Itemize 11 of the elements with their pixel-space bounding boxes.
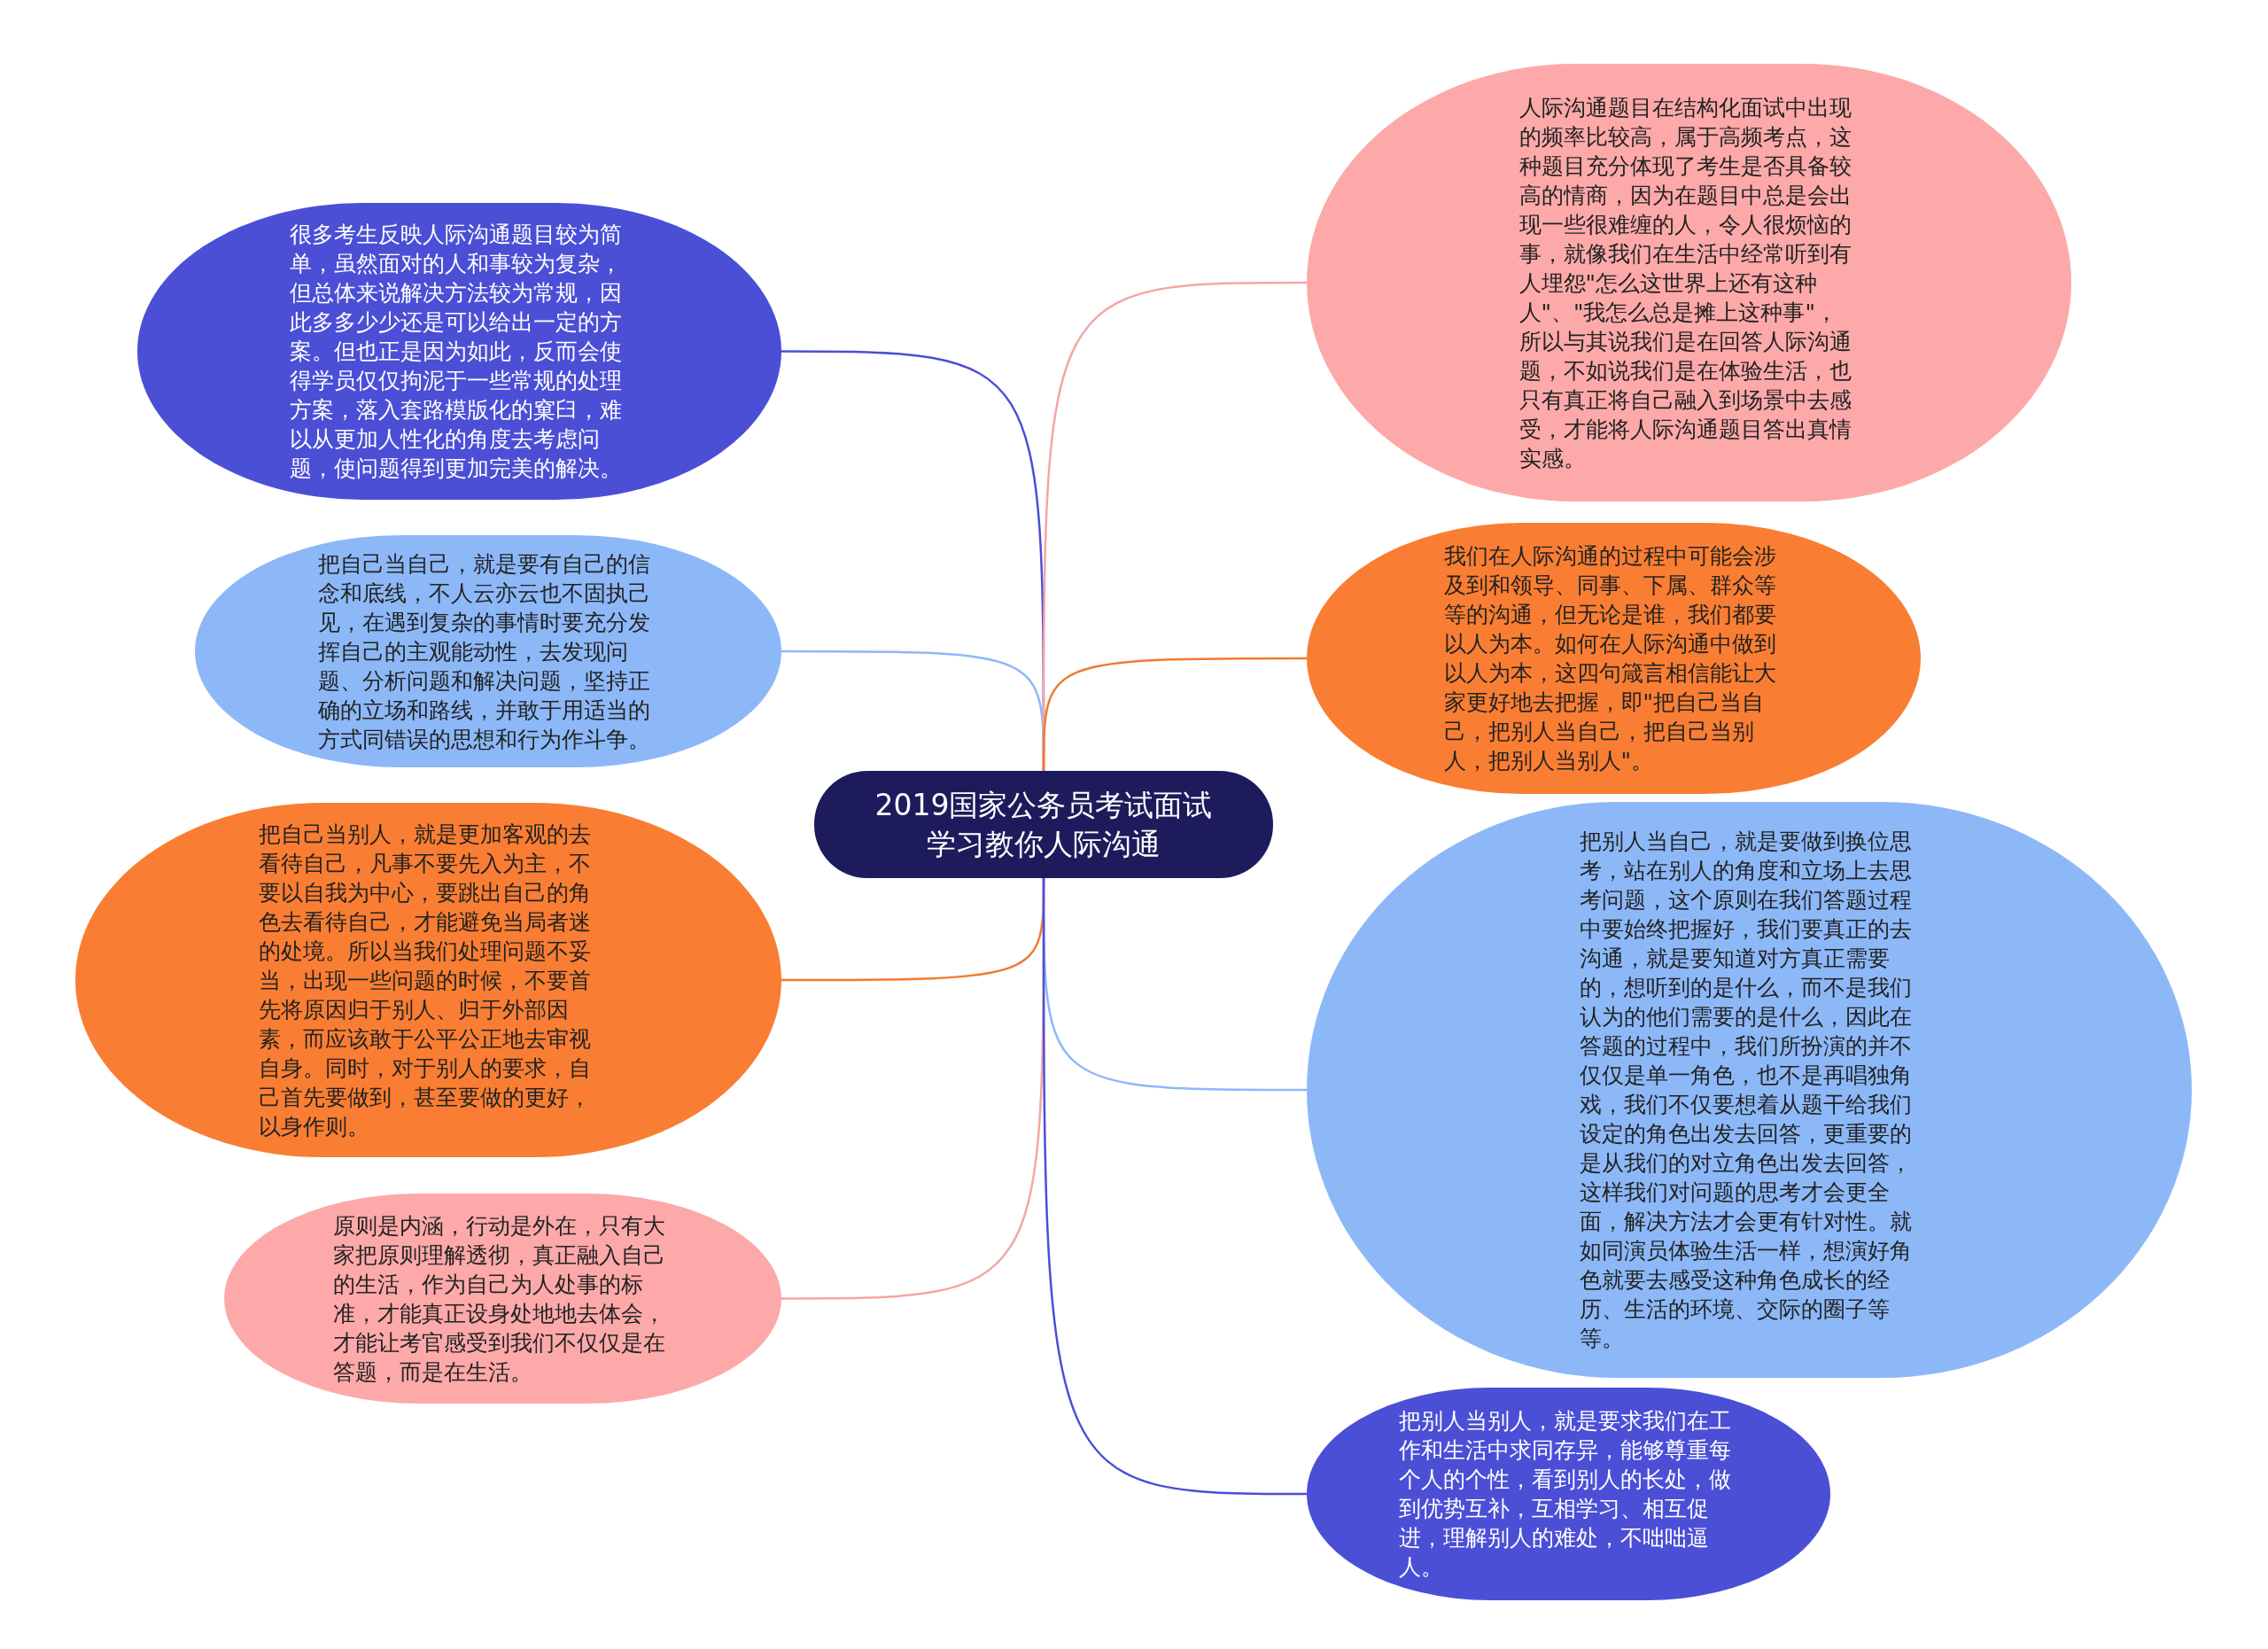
topic-text: 把自己当别人，就是更加客观的去看待自己，凡事不要先入为主，不要以自我为中心，要跳出自己的角色去看待自己，才能避免当局者迷的处境。所以当我们处理问题不妥当，出现一些问题的时候，不要首先将原因归于别人、归于外部因素，而应该敢于公平公正地去审视自身。同时，对于别人的要求，自己首先要做到，甚至要做的更好，以身作则。 xyxy=(258,820,592,1141)
topic-text: 我们在人际沟通的过程中可能会涉及到和领导、同事、下属、群众等等的沟通，但无论是谁，我们都要以人为本。如何在人际沟通中做到以人为本，这四句箴言相信能让大家更好地去把握，即"把自己当自己，把别人当自己，把自己当别人，把别人当别人"。 xyxy=(1443,542,1777,775)
topic-text: 把别人当自己，就是要做到换位思考，站在别人的角度和立场上去思考问题，这个原则在我们答题过程中要始终把握好，我们要真正的去沟通，就是要知道对方真正需要的，想听到的是什么，而不是我们认为的他们需要的是什么，因此在答题的过程中，我们所扮演的并不仅仅是单一角色，也不是再唱独角戏，我们不仅要想着从题干给我们设定的角色出发去回答，更重要的是从我们的对立角色出发去回答，这样我们对问题的思考才会更全面，解决方法才会更有针对性。就如同演员体验生活一样，想演好角色就要去感受这种角色成长的经历、生活的环境、交际的圈子等等。 xyxy=(1579,828,1913,1353)
topic-text: 原则是内涵，行动是外在，只有大家把原则理解透彻，真正融入自己的生活，作为自己为人处事的标准，才能真正设身处地地去体会，才能让考官感受到我们不仅仅是在答题，而是在生活。 xyxy=(332,1211,666,1387)
title-text: 2019国家公务员考试面试学习教你人际沟通 xyxy=(874,786,1214,863)
topic-text: 人际沟通题目在结构化面试中出现的频率比较高，属于高频考点，这种题目充分体现了考生是否具备较高的情商，因为在题目中总是会出现一些很难缠的人，令人很烦恼的事，就像我们在生活中经常听到有人埋怨"怎么这世界上还有这种人"、"我怎么总是摊上这种事"，所以与其说我们是在回答人际沟通题，不如说我们是在体验生活，也只有真正将自己融入到场景中去感受，才能将人际沟通题目答出真情实感。 xyxy=(1518,93,1852,473)
topic-text: 把自己当自己，就是要有自己的信念和底线，不人云亦云也不固执己见，在遇到复杂的事情时要充分发挥自己的主观能动性，去发现问题、分析问题和解决问题，坚持正确的立场和路线，并敢于用适当的方式同错误的思想和行为作斗争。 xyxy=(318,549,651,754)
connector-line xyxy=(1042,657,1307,771)
connector-line xyxy=(1042,878,1307,1496)
topic-text: 把别人当别人，就是要求我们在工作和生活中求同存异，能够尊重每个人的个性，看到别人的长处，做到优势互补，互相学习、相互促进，理解别人的难处，不咄咄逼人。 xyxy=(1398,1407,1732,1582)
topic-text: 很多考生反映人际沟通题目较为简单，虽然面对的人和事较为复杂，但总体来说解决方法较为常规，因此多多少少还是可以给出一定的方案。但也正是因为如此，反而会使得学员仅仅拘泥于一些常规的处理方案，落入套路模版化的窠臼，难以从更加人性化的角度去考虑问题，使问题得到更加完美的解决。 xyxy=(289,221,623,483)
